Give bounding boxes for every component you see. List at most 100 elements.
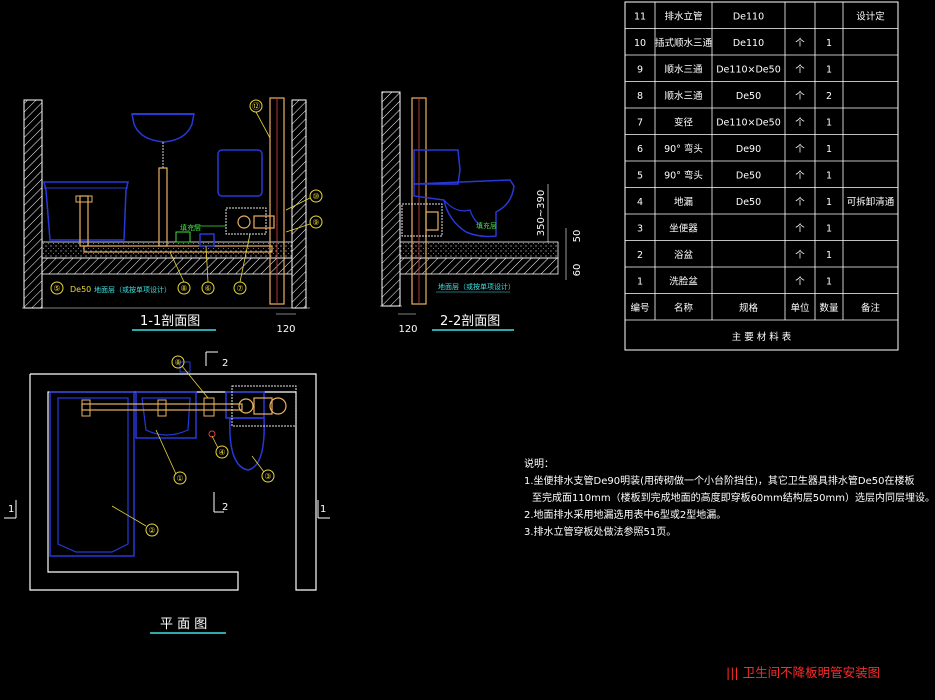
table-cell-qty-1: 1: [826, 276, 832, 287]
right-wall: [291, 99, 307, 309]
table-cell-unit-4: 个: [795, 197, 805, 208]
toilet-tank-side: [413, 149, 461, 185]
table-cell-spec-4: De50: [736, 197, 761, 208]
note-line-3: 2.地面排水采用地漏选用表中6型或2型地漏。: [524, 510, 727, 521]
table-cell-spec-9: De110×De50: [716, 64, 781, 75]
dim-wall-1: 120: [276, 324, 295, 335]
table-cell-qty-3: 1: [826, 223, 832, 234]
table-header-spec: 规格: [739, 302, 759, 314]
section-1-1-title: 1-1剖面图: [140, 314, 200, 329]
table-header-qty: 数量: [819, 302, 839, 314]
label-fill-layer: 填充层: [180, 223, 201, 232]
table-cell-name-1: 洗脸盆: [669, 275, 698, 287]
dim-50: 50: [572, 230, 583, 243]
dim-height: 350~390: [536, 190, 547, 237]
table-cell-name-7: 变径: [674, 116, 694, 128]
table-cell-qty-8: 2: [826, 91, 832, 102]
table-cell-spec-10: De110: [733, 38, 764, 49]
left-wall-2: [381, 91, 401, 307]
table-cell-unit-10: 个: [795, 38, 805, 49]
label-de50: De50: [70, 285, 91, 294]
table-cell-unit-6: 个: [795, 144, 805, 155]
callout-7: ⑦: [236, 284, 243, 293]
table-cell-spec-5: De50: [736, 170, 761, 181]
label-fill-layer-2: 填充层: [476, 221, 497, 230]
table-cell-name-2: 浴盆: [674, 249, 694, 261]
notes-heading: 说明：: [524, 459, 554, 470]
table-caption: 主 要 材 料 表: [732, 331, 792, 343]
section-mark-2-top: 2: [222, 358, 228, 369]
design-notes: 说明： 1.坐便排水支管De90明装(用砖砌做一个小台阶挡住)，其它卫生器具排水…: [524, 456, 935, 541]
table-cell-qty-9: 1: [826, 64, 832, 75]
callout-9: ⑨: [312, 218, 319, 227]
plan-view: 2 2 1 1 ⑧ ① ② ③ ④ 平 面 图: [4, 351, 330, 634]
table-cell-no-3: 3: [637, 223, 643, 234]
table-cell-no-4: 4: [637, 197, 643, 208]
table-cell-unit-1: 个: [795, 276, 805, 287]
table-cell-name-6: 90° 弯头: [664, 143, 703, 155]
plan-callout-2: ②: [148, 526, 155, 535]
table-header-name: 名称: [674, 302, 694, 314]
table-cell-spec-8: De50: [736, 91, 761, 102]
table-cell-qty-4: 1: [826, 197, 832, 208]
plan-callout-4: ④: [218, 448, 225, 457]
table-cell-no-10: 10: [634, 38, 646, 49]
washbasin: [131, 113, 195, 143]
table-cell-qty-2: 1: [826, 250, 832, 261]
branch-pipe-plan: [81, 403, 243, 411]
callout-10: ⑩: [312, 192, 319, 201]
bathtub-plan: [49, 391, 135, 557]
note-line-2: 至完成面110mm（楼板到完成地面的高度即穿板60mm结构层50mm）选层内同层…: [532, 493, 935, 504]
toilet-tank: [217, 149, 263, 197]
toilet-bowl-side: [413, 179, 515, 238]
section-mark-2-bottom: 2: [222, 502, 228, 513]
table-cell-name-10: 插式顺水三通: [655, 37, 713, 49]
table-cell-unit-9: 个: [795, 64, 805, 75]
section-2-2: 填充层 地面层（或按单项设计） 350~390 50 60 120 2-2剖面图: [380, 91, 583, 335]
floor-slab-2: [399, 257, 559, 275]
table-cell-no-9: 9: [637, 64, 643, 75]
table-cell-no-6: 6: [637, 144, 643, 155]
table-cell-no-7: 7: [637, 117, 643, 128]
dim-wall-2: 120: [398, 324, 417, 335]
table-cell-qty-10: 1: [826, 38, 832, 49]
table-cell-unit-5: 个: [795, 170, 805, 181]
table-header-no: 编号: [630, 302, 649, 314]
callout-6: ⑥: [204, 284, 211, 293]
table-header-note: 备注: [861, 302, 881, 314]
section-1-1: ⑫ ⑩ ⑨ ⑤ ⑧ ⑥ ⑦ De50 地面层（或按单项设计） 填充层 120 1…: [22, 97, 323, 335]
table-cell-unit-3: 个: [795, 223, 805, 234]
table-cell-name-4: 地漏: [674, 196, 693, 208]
table-cell-name-5: 90° 弯头: [664, 169, 703, 181]
table-cell-name-3: 坐便器: [669, 222, 698, 234]
plan-callout-3: ③: [264, 472, 271, 481]
plan-callout-8: ⑧: [174, 358, 181, 367]
label-floor-note: 地面层（或按单项设计）: [94, 285, 171, 294]
table-cell-note-11: 设计定: [856, 10, 885, 22]
table-cell-unit-8: 个: [795, 91, 805, 102]
callout-12: ⑫: [252, 102, 260, 111]
drawing-title: ||| 卫生间不降板明管安装图: [726, 665, 881, 680]
table-cell-note-4: 可拆卸清通: [847, 196, 895, 208]
table-cell-qty-6: 1: [826, 144, 832, 155]
table-cell-spec-6: De90: [736, 144, 761, 155]
washbasin-plan: [135, 391, 197, 439]
table-cell-qty-7: 1: [826, 117, 832, 128]
section-mark-1-right: 1: [320, 504, 326, 515]
table-cell-no-2: 2: [637, 250, 643, 261]
callout-8: ⑧: [180, 284, 187, 293]
dim-60: 60: [572, 264, 583, 277]
bathtub: [43, 181, 129, 241]
table-header-unit: 单位: [790, 302, 810, 314]
table-cell-unit-7: 个: [795, 117, 805, 128]
label-floor-note-2: 地面层（或按单项设计）: [438, 282, 515, 291]
table-cell-spec-7: De110×De50: [716, 117, 781, 128]
table-cell-unit-2: 个: [795, 250, 805, 261]
note-line-1: 1.坐便排水支管De90明装(用砖砌做一个小台阶挡住)，其它卫生器具排水管De5…: [524, 476, 915, 487]
table-cell-name-9: 顺水三通: [664, 63, 703, 75]
table-cell-name-8: 顺水三通: [664, 90, 703, 102]
table-cell-no-8: 8: [637, 91, 643, 102]
table-cell-no-11: 11: [634, 11, 646, 22]
